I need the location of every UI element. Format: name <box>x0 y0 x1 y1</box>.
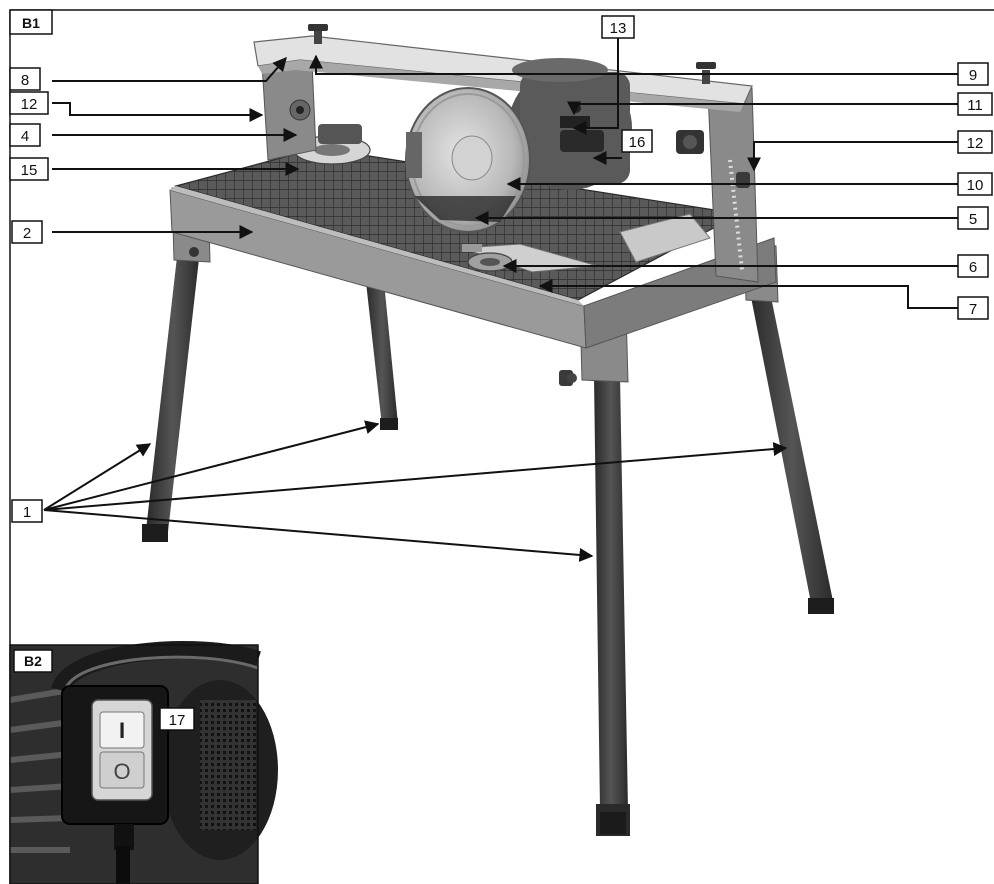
inset-panel-b2: I O B2 17 <box>9 641 278 884</box>
leg-clamp-knob-left <box>189 247 199 257</box>
callout-label-12-right: 12 <box>957 130 993 154</box>
svg-text:4: 4 <box>21 128 29 145</box>
leg-front-right <box>594 376 628 810</box>
callout-label-17: 17 <box>159 707 195 731</box>
callout-label-12-left: 12 <box>9 91 49 115</box>
callout-label-1: 1 <box>11 499 43 523</box>
svg-text:6: 6 <box>969 259 977 276</box>
callout-label-5: 5 <box>957 206 989 230</box>
panel-label-b2: B2 <box>13 649 53 673</box>
callout-label-16: 16 <box>621 129 653 153</box>
svg-text:12: 12 <box>967 135 984 152</box>
switch-on-symbol: I <box>119 718 125 743</box>
tile-saw <box>142 24 834 836</box>
svg-text:7: 7 <box>969 301 977 318</box>
svg-text:9: 9 <box>969 67 977 84</box>
saw-blade <box>414 196 516 222</box>
callouts <box>43 38 958 562</box>
callout-label-8: 8 <box>9 67 41 91</box>
panel-label-b1: B1 <box>9 9 53 35</box>
svg-text:13: 13 <box>610 20 627 37</box>
callout-label-4: 4 <box>9 123 41 147</box>
svg-text:5: 5 <box>969 211 977 228</box>
leg-front-left <box>146 248 200 532</box>
switch-box: I O <box>61 685 169 884</box>
callout-label-15: 15 <box>9 157 49 181</box>
leg-clamp-knob-front <box>567 373 577 383</box>
svg-text:1: 1 <box>23 504 31 521</box>
callout-label-7: 7 <box>957 296 989 320</box>
callout-label-10: 10 <box>957 172 993 196</box>
svg-text:17: 17 <box>169 712 186 729</box>
svg-text:8: 8 <box>21 72 29 89</box>
svg-text:16: 16 <box>629 134 646 151</box>
leg-back-left <box>366 282 398 426</box>
switch-off-symbol: O <box>113 759 130 784</box>
callout-label-2: 2 <box>11 220 43 244</box>
callout-label-11: 11 <box>957 92 993 116</box>
svg-text:B2: B2 <box>24 653 42 669</box>
svg-text:15: 15 <box>21 162 38 179</box>
leg-back-right <box>750 292 834 608</box>
svg-text:2: 2 <box>23 225 31 242</box>
callout-label-9: 9 <box>957 62 989 86</box>
callout-label-6: 6 <box>957 254 989 278</box>
svg-text:B1: B1 <box>22 15 40 31</box>
sliding-guide <box>619 213 711 263</box>
svg-text:12: 12 <box>21 96 38 113</box>
callout-label-13: 13 <box>601 15 635 39</box>
svg-text:10: 10 <box>967 177 984 194</box>
svg-text:11: 11 <box>967 97 983 114</box>
